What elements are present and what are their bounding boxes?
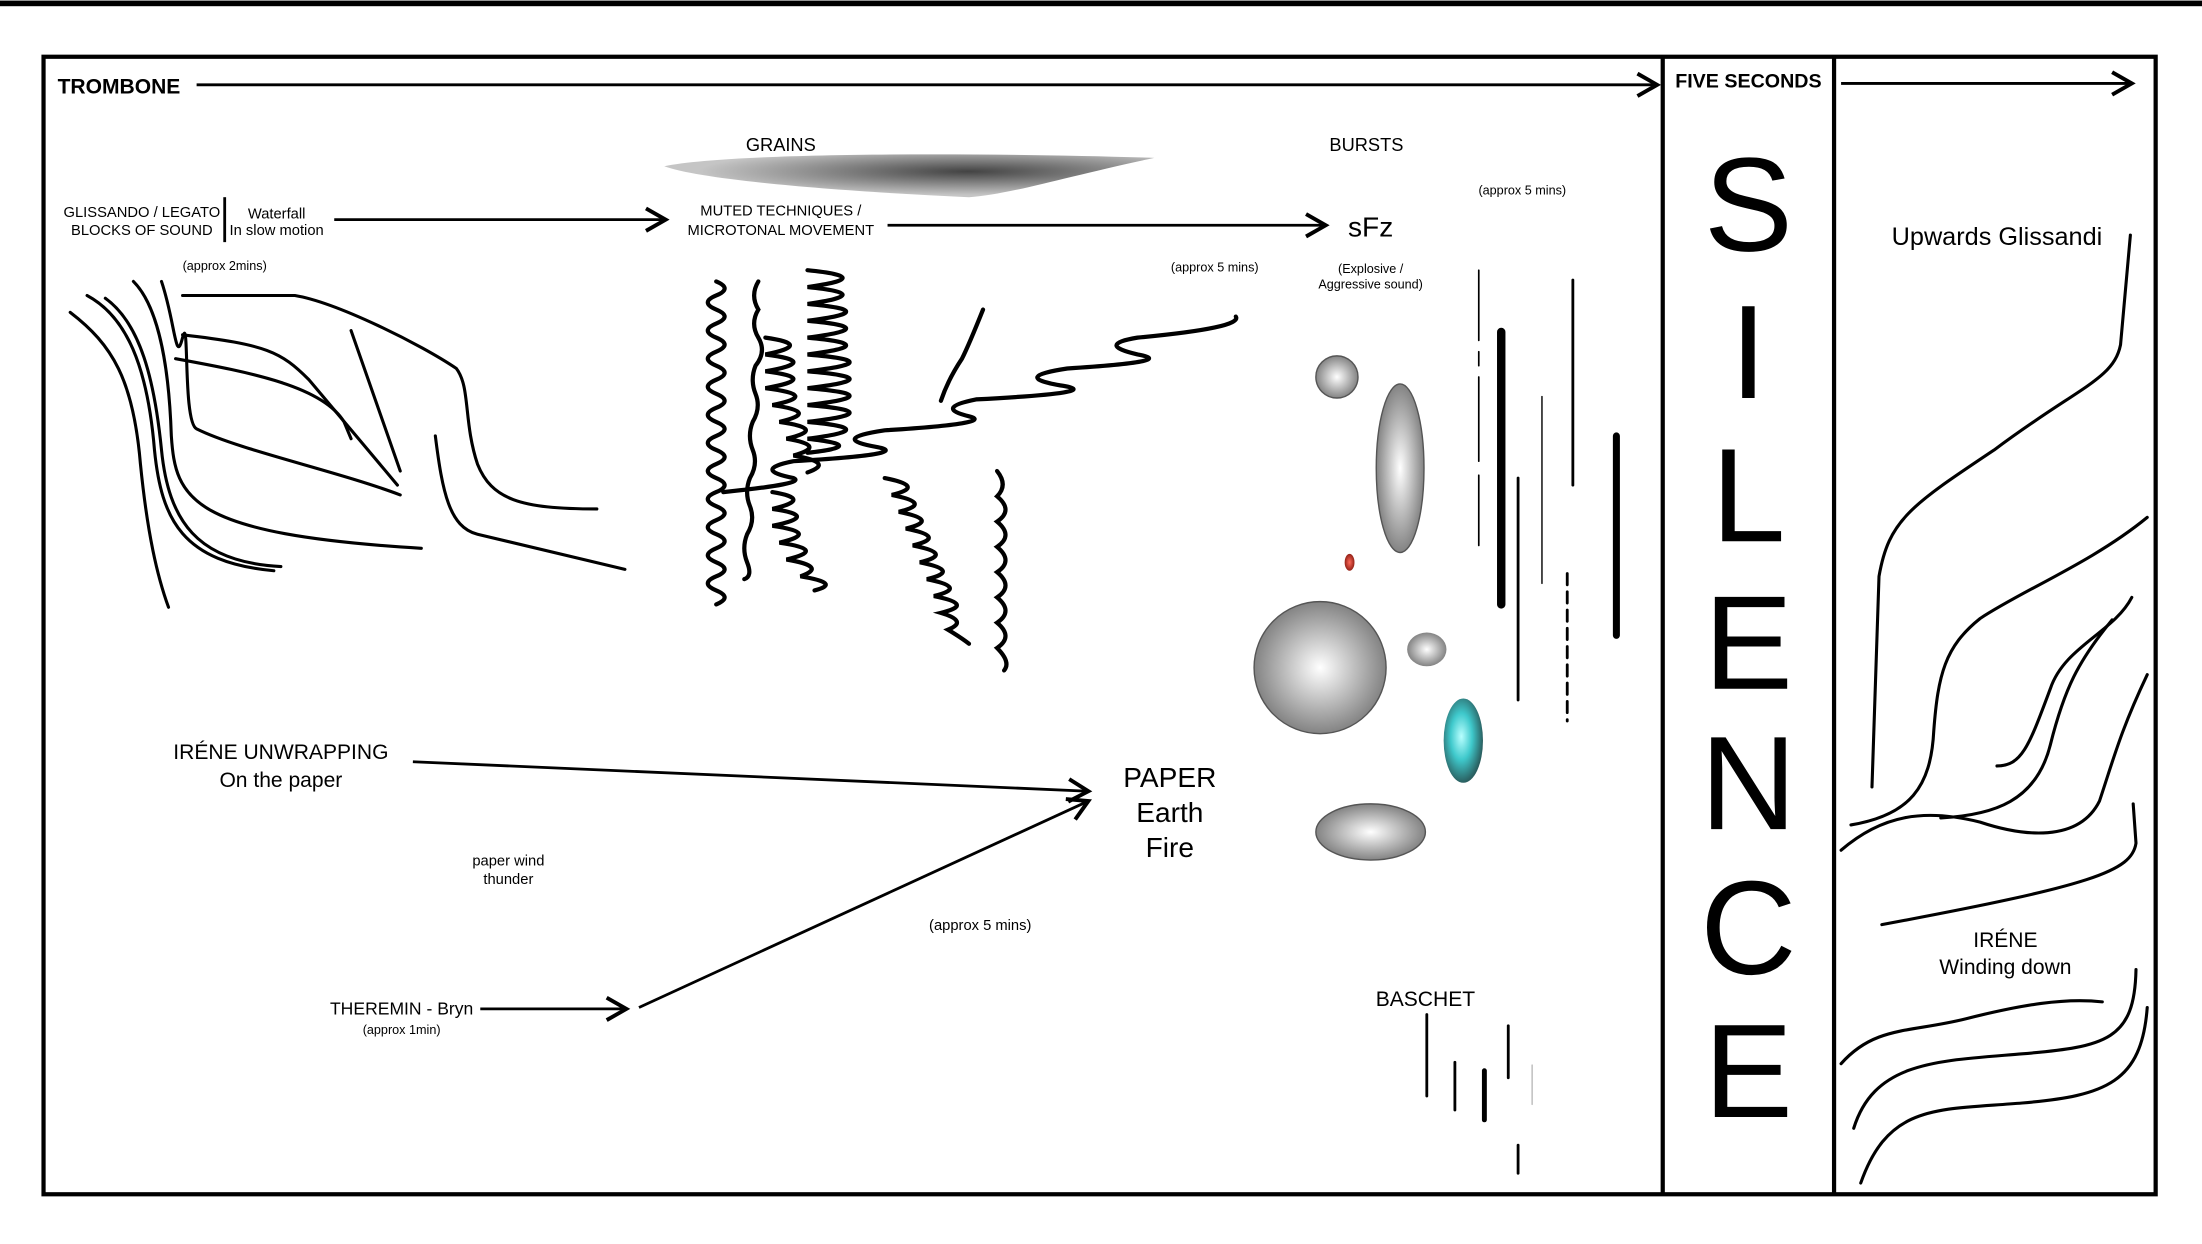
duration-2mins: (approx 2mins) [183,259,267,273]
sfz-label: sFz [1348,212,1393,243]
arrow-theremin-to-paper [638,797,1092,1009]
paper-label: PAPER [1123,762,1216,793]
microtonal-waves [705,268,1239,673]
burst-sphere [1315,355,1359,399]
top-bar [0,0,2202,7]
silence-letter: N [1700,709,1796,858]
burst-red-dot [1344,553,1355,571]
burst-ellipse [1375,383,1425,554]
burst-large-sphere [1253,600,1387,735]
microtonal-label: MICROTONAL MOVEMENT [687,223,874,239]
burst-strokes [1477,269,1620,723]
slow-motion-label: In slow motion [230,223,324,239]
glissando-label: GLISSANDO / LEGATO [64,205,221,221]
duration-5mins-bursts: (approx 5 mins) [1478,183,1566,197]
aggressive-label: Aggressive sound) [1318,277,1423,291]
baschet-strokes [1425,1013,1533,1175]
earth-label: Earth [1136,797,1203,828]
five-seconds-label: FIVE SECONDS [1675,71,1821,93]
baschet-label: BASCHET [1376,988,1476,1011]
grains-label: GRAINS [746,134,816,155]
bursts-shapes [1253,355,1483,861]
winding-down-label: Winding down [1939,956,2071,979]
theremin-duration: (approx 1min) [363,1023,441,1037]
silence-word: S I L E N C E [1700,131,1796,1146]
upwards-glissandi-curves [1839,233,2149,1185]
burst-small-sphere [1407,632,1447,667]
muted-label: MUTED TECHNIQUES / [700,203,862,219]
fire-label: Fire [1146,832,1194,863]
trombone-label: TROMBONE [58,75,181,98]
duration-5mins: (approx 5 mins) [1171,261,1259,275]
glissando-curves [68,279,627,609]
silence-letter: L [1711,421,1785,570]
theremin-label: THEREMIN - Bryn [330,999,473,1019]
silence-letter: C [1700,854,1796,1003]
burst-flat-ellipse [1315,803,1427,861]
irene-unwrapping-label: IRÉNE UNWRAPPING [173,741,388,764]
on-the-paper-label: On the paper [219,769,342,792]
silence-letter: E [1704,569,1793,718]
silence-letter: E [1704,997,1793,1146]
paper-duration: (approx 5 mins) [929,918,1031,934]
bursts-label: BURSTS [1329,134,1403,155]
grains-cloud [664,154,1155,198]
burst-teal-ellipse [1443,698,1483,783]
irene-label: IRÉNE [1973,929,2037,952]
blocks-label: BLOCKS OF SOUND [71,223,213,239]
silence-letter: S [1704,131,1793,280]
silence-letter: I [1730,278,1767,427]
upwards-glissandi-label: Upwards Glissandi [1892,223,2103,251]
waterfall-label: Waterfall [248,206,306,222]
explosive-label: (Explosive / [1338,262,1404,276]
arrow-to-paper [412,760,1093,804]
paper-wind-label: paper wind [472,854,544,870]
score-frame [41,54,2158,1197]
thunder-label: thunder [483,872,533,888]
